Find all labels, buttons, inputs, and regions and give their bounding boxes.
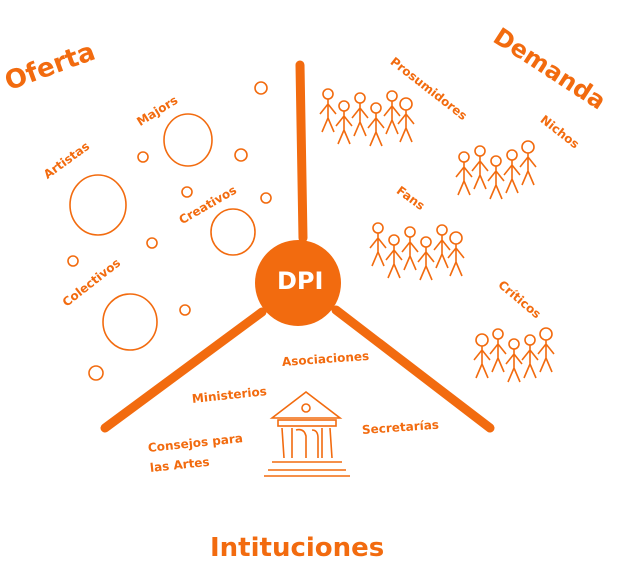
circle-large-1 xyxy=(163,113,213,167)
bubble-3 xyxy=(234,148,248,162)
circle-large-2 xyxy=(69,174,127,236)
bubble-8 xyxy=(179,304,191,316)
bubble-9 xyxy=(88,365,104,381)
institution-building-icon xyxy=(264,390,350,477)
bubble-6 xyxy=(146,237,158,249)
bubble-5 xyxy=(260,192,272,204)
center-node xyxy=(255,240,341,326)
center-node-label: DPI xyxy=(277,267,324,295)
bubble-1 xyxy=(254,81,268,95)
crowd-prosumidores xyxy=(319,88,415,147)
circle-large-3 xyxy=(210,208,256,256)
crowd-criticos xyxy=(473,327,555,383)
bubble-4 xyxy=(181,186,193,198)
bubble-2 xyxy=(137,151,149,163)
oferta-circles xyxy=(67,81,272,381)
section-title-instituciones: Intituciones xyxy=(210,533,385,563)
crowd-nichos xyxy=(455,140,537,200)
bubble-7 xyxy=(67,255,79,267)
arm-left xyxy=(100,307,267,433)
arm-right xyxy=(331,305,495,433)
circle-large-4 xyxy=(102,293,158,351)
arm-top xyxy=(295,60,308,243)
crowd-fans xyxy=(369,222,465,281)
